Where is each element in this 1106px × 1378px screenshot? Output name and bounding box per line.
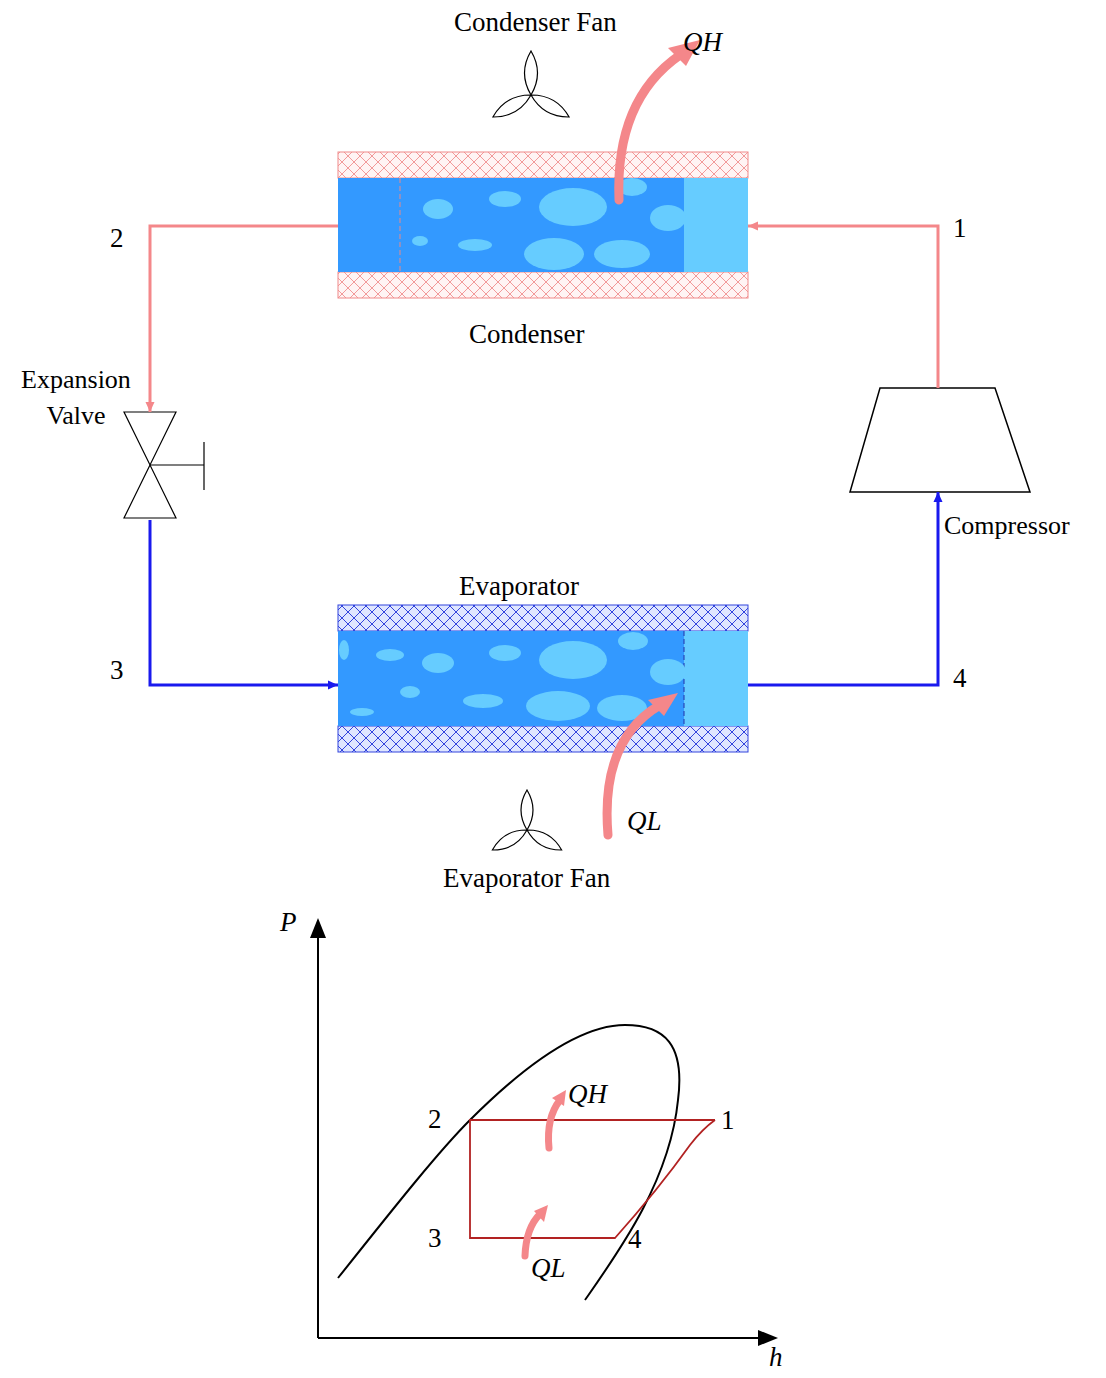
state-number: 1 bbox=[953, 212, 967, 244]
refrigerant-pipe bbox=[748, 492, 943, 685]
heat-label: QH bbox=[568, 1078, 607, 1110]
expansion-valve: Expansion Valve bbox=[10, 362, 206, 520]
heat-label: QL bbox=[531, 1252, 566, 1284]
state-number: 4 bbox=[953, 662, 967, 694]
heat-arrow bbox=[607, 55, 680, 835]
fan-label: Evaporator Fan bbox=[443, 862, 610, 894]
heat-label: QL bbox=[627, 805, 662, 837]
component-label: Compressor bbox=[944, 510, 1070, 542]
pipe-line bbox=[748, 226, 938, 388]
refrigerant-pipe bbox=[150, 520, 338, 690]
valve-symbol bbox=[124, 412, 204, 518]
state-point: 2 bbox=[428, 1103, 442, 1135]
component-label: Evaporator bbox=[459, 570, 579, 602]
arrowhead bbox=[328, 681, 338, 690]
refrigerant-pipe bbox=[748, 222, 938, 389]
pipe-line bbox=[150, 226, 338, 412]
state-point: 4 bbox=[628, 1223, 642, 1255]
heat-label: QH bbox=[683, 26, 722, 58]
arrowhead bbox=[934, 492, 943, 502]
evaporator-body bbox=[338, 605, 748, 752]
arrowhead bbox=[146, 402, 155, 412]
state-number: 2 bbox=[110, 222, 124, 254]
refrigerant-pipe bbox=[146, 226, 339, 412]
ph-chart bbox=[318, 928, 768, 1338]
pipe-line bbox=[150, 520, 338, 685]
state-number: 3 bbox=[110, 654, 124, 686]
evaporator: Evaporator bbox=[338, 568, 748, 752]
component-label: Expansion Valve bbox=[10, 362, 142, 434]
arrowhead bbox=[748, 222, 758, 231]
condenser: Condenser bbox=[338, 152, 748, 350]
state-point: 3 bbox=[428, 1222, 442, 1254]
compressor-symbol bbox=[850, 388, 1030, 492]
axis-label: h bbox=[769, 1343, 783, 1371]
compressor: Compressor bbox=[850, 388, 1030, 492]
heat-arrowhead bbox=[648, 693, 678, 716]
condenser-body bbox=[338, 152, 748, 298]
state-point: 1 bbox=[721, 1104, 735, 1136]
evaporator-fan-symbol bbox=[489, 790, 564, 855]
pipe-line bbox=[748, 492, 938, 685]
axis-label: P bbox=[280, 906, 297, 938]
component-label: Condenser bbox=[469, 318, 584, 350]
fan-label: Condenser Fan bbox=[454, 6, 617, 38]
condenser-fan-symbol bbox=[490, 51, 573, 123]
